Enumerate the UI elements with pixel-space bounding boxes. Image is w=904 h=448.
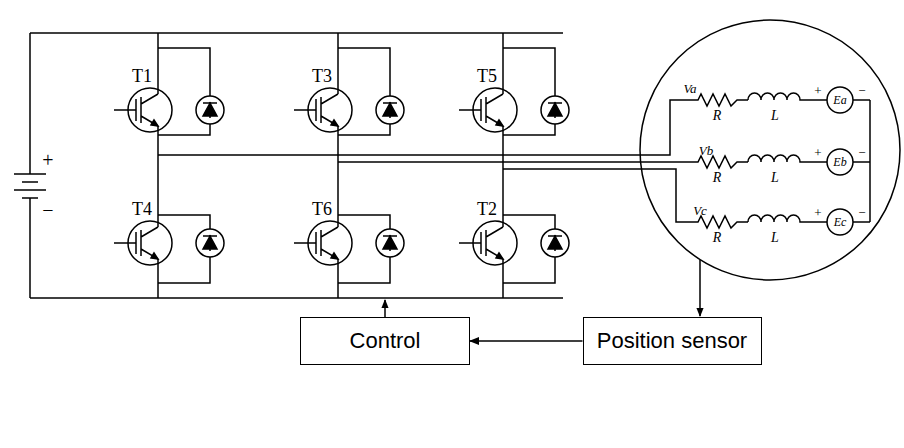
box-text: Control [350, 328, 421, 354]
circuit-label: − [42, 200, 53, 220]
resistor-symbol [692, 156, 748, 168]
circuit-label: R [713, 171, 722, 185]
circuit-label: − [858, 84, 865, 97]
circuit-label: + [814, 206, 821, 219]
dc-negative-rail [30, 297, 563, 299]
circuit-label: Va [684, 82, 697, 95]
emf-source-symbol [827, 149, 853, 175]
leg-midpoint-wire [157, 150, 159, 200]
sensor-box: Position sensor [583, 317, 762, 365]
box-text: Position sensor [597, 328, 747, 354]
circuit-label: Vc [693, 204, 707, 217]
control-box: Control [300, 317, 470, 365]
battery-symbol [14, 33, 46, 298]
emf-source-symbol [827, 87, 853, 113]
motor-outline [640, 20, 900, 280]
switch-label: T5 [477, 67, 497, 85]
circuit-label: L [771, 231, 779, 245]
circuit-label: R [713, 231, 722, 245]
circuit-label: Eb [833, 156, 846, 168]
circuit-label: + [814, 146, 821, 159]
leg-midpoint-wire [337, 150, 339, 200]
diode-symbol [158, 215, 224, 283]
signal-arrow [470, 340, 583, 342]
switch-label: T2 [477, 200, 497, 218]
phase-b-wire [338, 161, 692, 163]
switch-label: T1 [132, 67, 152, 85]
gate-signal-wire [384, 300, 386, 318]
phase-a-wire [158, 100, 692, 155]
circuit-label: Ec [834, 216, 847, 228]
resistor-symbol [692, 94, 748, 106]
circuit-label: R [713, 109, 722, 123]
diode-symbol [158, 48, 224, 135]
diode-symbol [338, 215, 404, 283]
igbt-switch [459, 33, 517, 150]
dc-positive-rail [30, 32, 563, 34]
igbt-switch [294, 33, 352, 150]
igbt-switch [114, 33, 172, 150]
circuit-label: Vb [699, 144, 713, 157]
switch-label: T4 [132, 200, 152, 218]
leg-midpoint-wire [502, 150, 504, 200]
circuit-label: L [771, 171, 779, 185]
emf-source-symbol [827, 209, 853, 235]
circuit-label: + [42, 150, 53, 170]
diode-symbol [338, 48, 404, 135]
circuit-label: L [771, 109, 779, 123]
circuit-label: − [858, 206, 865, 219]
switch-label: T6 [312, 200, 332, 218]
switch-label: T3 [312, 67, 332, 85]
circuit-label: − [858, 146, 865, 159]
resistor-symbol [692, 216, 748, 228]
circuit-label: + [814, 84, 821, 97]
star-point-wire [869, 100, 871, 222]
circuit-label: Ea [833, 94, 846, 106]
sensor-signal-wire [699, 260, 701, 316]
diode-symbol [503, 48, 569, 135]
diode-symbol [503, 215, 569, 283]
phase-c-wire [503, 169, 692, 222]
